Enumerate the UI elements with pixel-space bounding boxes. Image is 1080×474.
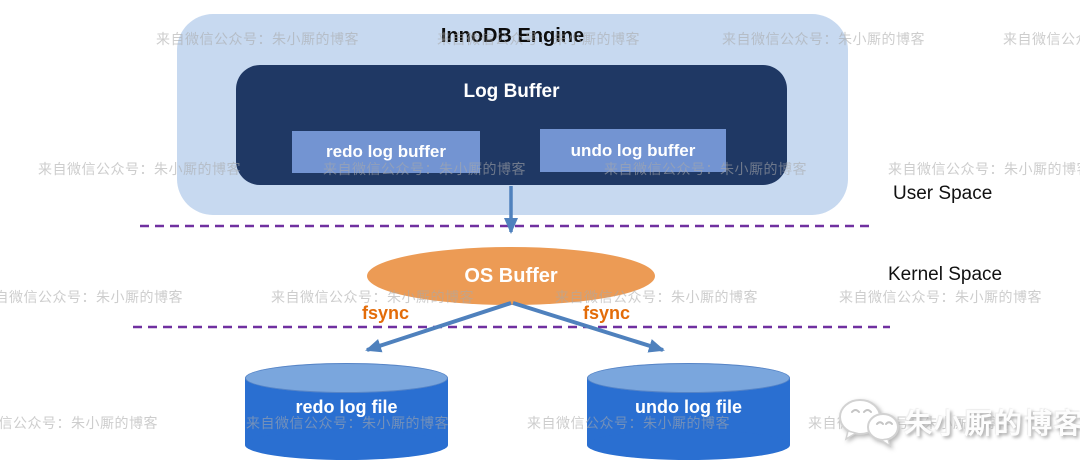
watermark: 来自微信公众号：朱小厮的博客	[0, 289, 183, 305]
os-buffer-ellipse: OS Buffer	[367, 247, 655, 305]
watermark: 来自微信公众号：朱小厮的博客	[839, 289, 1042, 305]
undo-log-file-cylinder: undo log file	[587, 363, 790, 460]
watermark: 来自微信公众号：朱小厮的博客	[555, 289, 758, 305]
watermark: 来自微信公众号：朱小厮的博客	[437, 31, 640, 47]
cylinder-bottom	[245, 430, 448, 460]
redo-log-buffer-box: redo log buffer	[292, 131, 480, 173]
wechat-icon	[839, 399, 899, 448]
undo-log-buffer-box: undo log buffer	[540, 129, 726, 172]
log-buffer-title: Log Buffer	[463, 81, 560, 102]
watermark: 来自微信公众号：朱小厮的博客	[271, 289, 474, 305]
cylinder-bottom	[587, 430, 790, 460]
blog-logo: 朱小厮的博客	[836, 396, 1080, 448]
watermark: 来自微信公众号：朱小厮的博客	[0, 415, 158, 431]
redo-log-file-cylinder: redo log file	[245, 363, 448, 460]
watermark: 来自微信公众号：朱小厮的博客	[156, 31, 359, 47]
cylinder-top	[245, 363, 448, 393]
watermark: 来自微信公众号：朱小厮的博客	[1003, 31, 1080, 47]
user-space-label: User Space	[893, 183, 993, 204]
watermark: 来自微信公众号：朱小厮的博客	[323, 161, 526, 177]
cylinder-top	[587, 363, 790, 393]
watermark: 来自微信公众号：朱小厮的博客	[246, 415, 449, 431]
blog-logo-text: 朱小厮的博客	[904, 408, 1080, 439]
redo-log-file-label: redo log file	[295, 397, 398, 417]
watermark: 来自微信公众号：朱小厮的博客	[722, 31, 925, 47]
innodb-engine-title: InnoDB Engine	[440, 25, 585, 47]
watermark: 来自微信公众号：朱小厮的博客	[527, 415, 730, 431]
watermark: 来自微信公众号：朱小厮的博客	[604, 161, 807, 177]
watermark: 来自微信公众号：朱小厮的博客	[38, 161, 241, 177]
watermark: 来自微信公众号：朱小厮的博客	[888, 161, 1080, 177]
kernel-space-label: Kernel Space	[888, 264, 1003, 285]
undo-log-file-label: undo log file	[635, 397, 742, 417]
